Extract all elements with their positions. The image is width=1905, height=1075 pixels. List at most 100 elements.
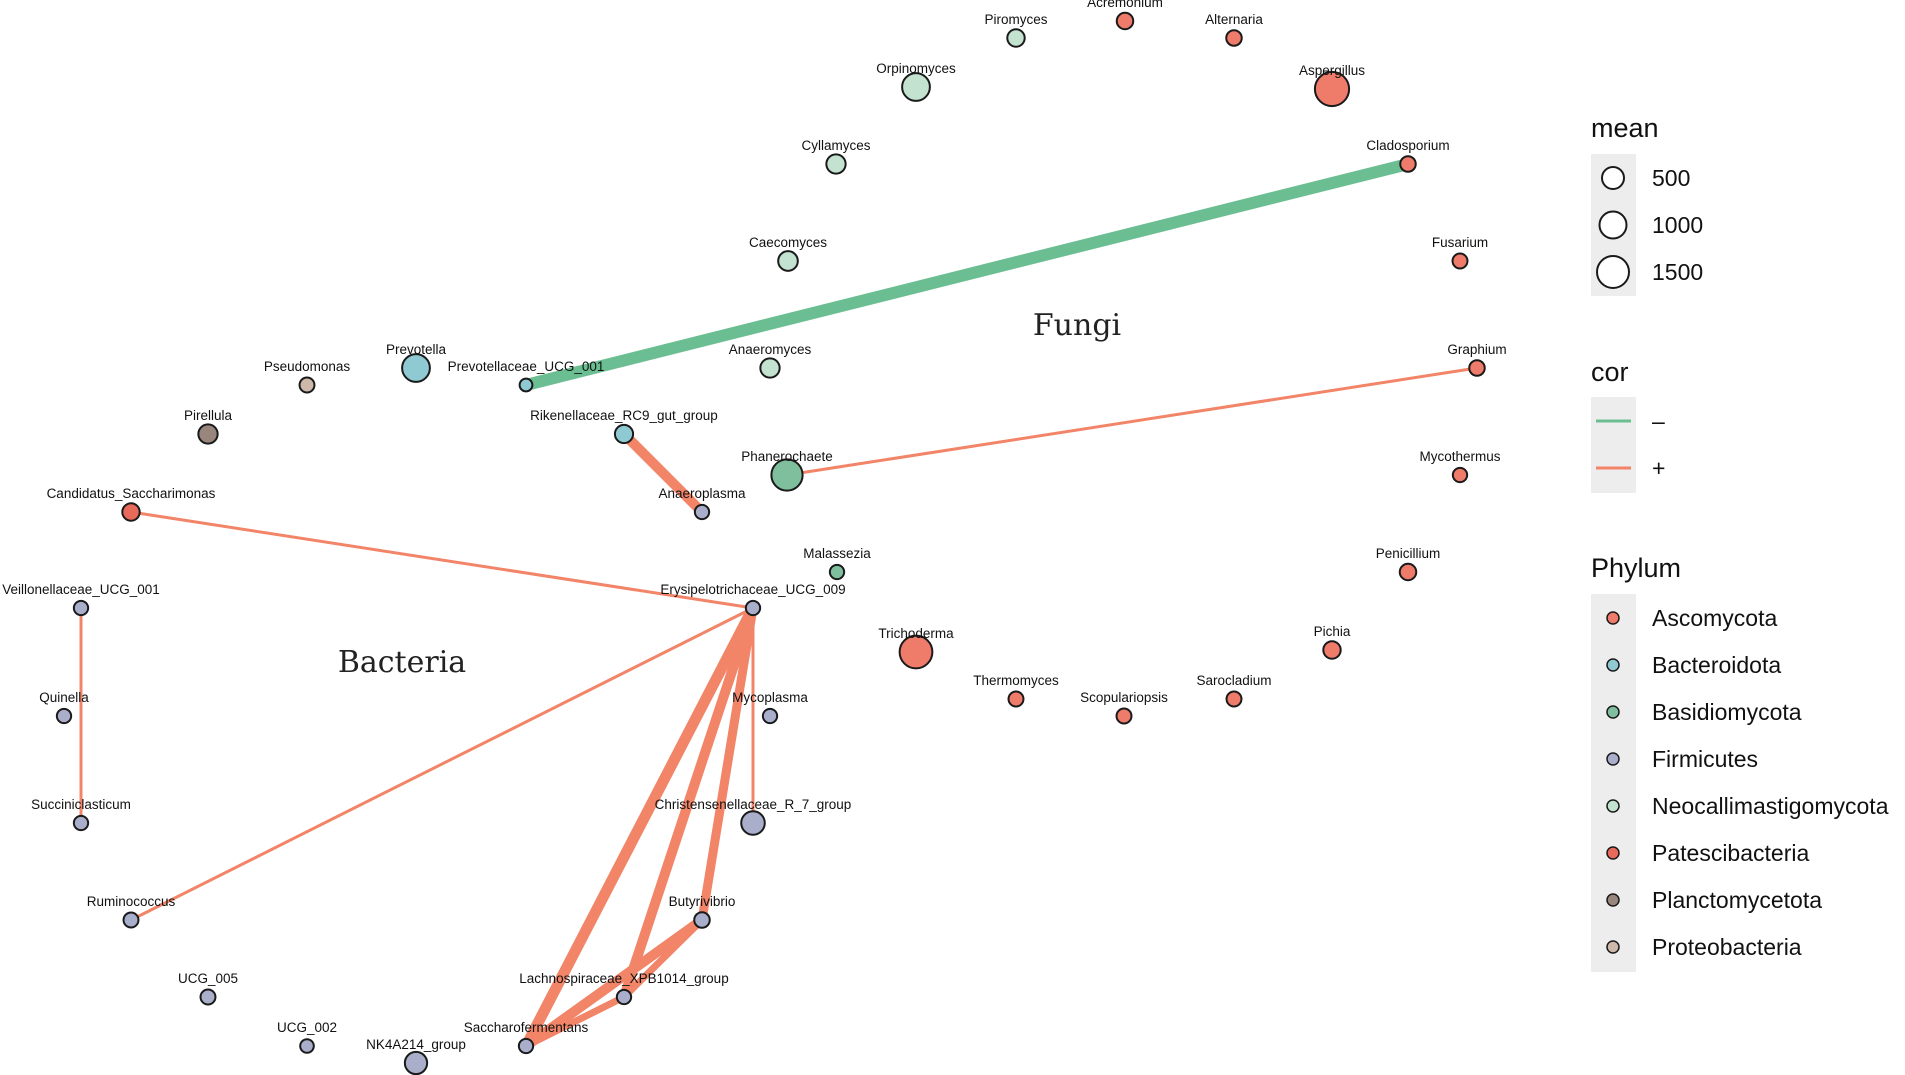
node-cladosporium[interactable] xyxy=(1399,155,1417,173)
node-malassezia[interactable] xyxy=(828,563,846,581)
edge-lachnospiraceae-xpb1014-group-saccharofermentans xyxy=(524,993,626,1050)
node-label-nk4a214-group: NK4A214_group xyxy=(366,1037,466,1052)
node-fusarium[interactable] xyxy=(1451,252,1469,270)
node-label-rikenellaceae-rc9-gut-group: Rikenellaceae_RC9_gut_group xyxy=(530,408,718,423)
node-label-caecomyces: Caecomyces xyxy=(749,235,827,250)
node-pseudomonas[interactable] xyxy=(298,376,316,394)
legend-phylum-label-basidiomycota: Basidiomycota xyxy=(1652,699,1802,725)
edge-butyrivibrio-saccharofermentans xyxy=(523,915,705,1051)
node-anaeroplasma[interactable] xyxy=(693,503,711,521)
node-label-succiniclasticum: Succiniclasticum xyxy=(31,797,131,812)
legend-mean-swatch-500 xyxy=(1601,166,1625,190)
node-candidatus-saccharimonas[interactable] xyxy=(121,502,141,522)
label-layer: PiromycesAcremoniumAlternariaOrpinomyces… xyxy=(2,0,1506,1052)
node-christensenellaceae-r-7-group[interactable] xyxy=(740,810,766,836)
node-mycothermus[interactable] xyxy=(1451,466,1469,484)
legend-phylum-label-bacteroidota: Bacteroidota xyxy=(1652,652,1781,678)
legend-phylum-items: AscomycotaBacteroidotaBasidiomycotaFirmi… xyxy=(1606,605,1889,960)
node-ucg-002[interactable] xyxy=(299,1038,315,1054)
node-label-prevotella: Prevotella xyxy=(386,342,447,357)
node-piromyces[interactable] xyxy=(1006,28,1026,48)
node-aspergillus[interactable] xyxy=(1313,70,1351,108)
legend-mean-label-1000: 1000 xyxy=(1652,212,1703,238)
edge-rikenellaceae-rc9-gut-group-anaeroplasma xyxy=(620,430,706,516)
node-quinella[interactable] xyxy=(55,707,73,725)
node-label-alternaria: Alternaria xyxy=(1205,12,1263,27)
node-anaeromyces[interactable] xyxy=(759,357,781,379)
node-pichia[interactable] xyxy=(1322,640,1342,660)
edge-erysipelotrichaceae-ucg-009-lachnospiraceae-xpb1014-group xyxy=(619,606,758,999)
group-label-fungi: Fungi xyxy=(1033,308,1121,343)
node-label-thermomyces: Thermomyces xyxy=(973,673,1059,688)
legend-cor-label-positive: + xyxy=(1652,455,1665,481)
node-label-prevotellaceae-ucg-001: Prevotellaceae_UCG_001 xyxy=(448,359,605,374)
legend-phylum-swatch-planctomycetota xyxy=(1606,893,1620,907)
node-trichoderma[interactable] xyxy=(898,634,934,670)
legend-phylum-swatch-patescibacteria xyxy=(1606,846,1620,860)
node-label-candidatus-saccharimonas: Candidatus_Saccharimonas xyxy=(47,486,216,501)
node-caecomyces[interactable] xyxy=(777,250,799,272)
edge-erysipelotrichaceae-ucg-009-ruminococcus xyxy=(130,606,754,922)
node-rikenellaceae-rc9-gut-group[interactable] xyxy=(613,423,635,445)
node-orpinomyces[interactable] xyxy=(901,72,931,102)
node-lachnospiraceae-xpb1014-group[interactable] xyxy=(615,988,633,1006)
node-label-erysipelotrichaceae-ucg-009: Erysipelotrichaceae_UCG_009 xyxy=(660,582,845,597)
legend-mean-label-500: 500 xyxy=(1652,165,1690,191)
edge-layer xyxy=(79,158,1478,1051)
node-pirellula[interactable] xyxy=(197,423,219,445)
node-label-anaeromyces: Anaeromyces xyxy=(729,342,812,357)
node-ruminococcus[interactable] xyxy=(122,911,140,929)
node-label-pichia: Pichia xyxy=(1314,624,1351,639)
node-saccharofermentans[interactable] xyxy=(517,1037,535,1055)
node-label-scopulariopsis: Scopulariopsis xyxy=(1080,690,1168,705)
node-label-cyllamyces: Cyllamyces xyxy=(801,138,870,153)
legend-cor-title: cor xyxy=(1591,357,1629,387)
node-sarocladium[interactable] xyxy=(1225,690,1243,708)
node-phanerochaete[interactable] xyxy=(770,458,804,492)
legend-phylum-swatch-neocallimastigomycota xyxy=(1606,799,1620,813)
legend-phylum-swatch-basidiomycota xyxy=(1606,705,1620,719)
edge-erysipelotrichaceae-ucg-009-saccharofermentans xyxy=(521,605,758,1049)
node-prevotellaceae-ucg-001[interactable] xyxy=(518,377,534,393)
node-erysipelotrichaceae-ucg-009[interactable] xyxy=(744,599,762,617)
node-nk4a214-group[interactable] xyxy=(403,1050,429,1075)
node-thermomyces[interactable] xyxy=(1007,690,1025,708)
edge-candidatus-saccharimonas-erysipelotrichaceae-ucg-009 xyxy=(130,510,754,610)
node-mycoplasma[interactable] xyxy=(761,707,779,725)
node-ucg-005[interactable] xyxy=(199,988,217,1006)
node-label-cladosporium: Cladosporium xyxy=(1366,138,1449,153)
node-label-fusarium: Fusarium xyxy=(1432,235,1488,250)
node-label-christensenellaceae-r-7-group: Christensenellaceae_R_7_group xyxy=(655,797,852,812)
node-label-butyrivibrio: Butyrivibrio xyxy=(669,894,736,909)
legend-phylum-label-proteobacteria: Proteobacteria xyxy=(1652,934,1802,960)
legend-phylum-panel xyxy=(1591,594,1636,972)
node-label-pseudomonas: Pseudomonas xyxy=(264,359,351,374)
node-veillonellaceae-ucg-001[interactable] xyxy=(72,599,90,617)
legend-phylum-title: Phylum xyxy=(1591,553,1681,583)
node-alternaria[interactable] xyxy=(1225,29,1243,47)
node-scopulariopsis[interactable] xyxy=(1115,707,1133,725)
legend-mean-swatch-1500 xyxy=(1596,255,1630,289)
node-acremonium[interactable] xyxy=(1115,11,1135,31)
node-prevotella[interactable] xyxy=(401,353,431,383)
legend-phylum-label-planctomycetota: Planctomycetota xyxy=(1652,887,1822,913)
node-label-graphium: Graphium xyxy=(1447,342,1506,357)
node-succiniclasticum[interactable] xyxy=(72,814,90,832)
legend-cor-items: –+ xyxy=(1596,408,1665,481)
node-label-veillonellaceae-ucg-001: Veillonellaceae_UCG_001 xyxy=(2,582,160,597)
node-label-sarocladium: Sarocladium xyxy=(1196,673,1271,688)
node-penicillium[interactable] xyxy=(1398,562,1418,582)
node-label-pirellula: Pirellula xyxy=(184,408,233,423)
node-label-phanerochaete: Phanerochaete xyxy=(741,449,833,464)
node-cyllamyces[interactable] xyxy=(825,153,847,175)
legend-cor-panel xyxy=(1591,397,1636,493)
legend-phylum-label-ascomycota: Ascomycota xyxy=(1652,605,1777,631)
node-butyrivibrio[interactable] xyxy=(693,911,711,929)
node-graphium[interactable] xyxy=(1468,359,1486,377)
node-layer xyxy=(55,11,1486,1075)
legend-mean-title: mean xyxy=(1591,113,1659,143)
node-label-quinella: Quinella xyxy=(39,690,89,705)
